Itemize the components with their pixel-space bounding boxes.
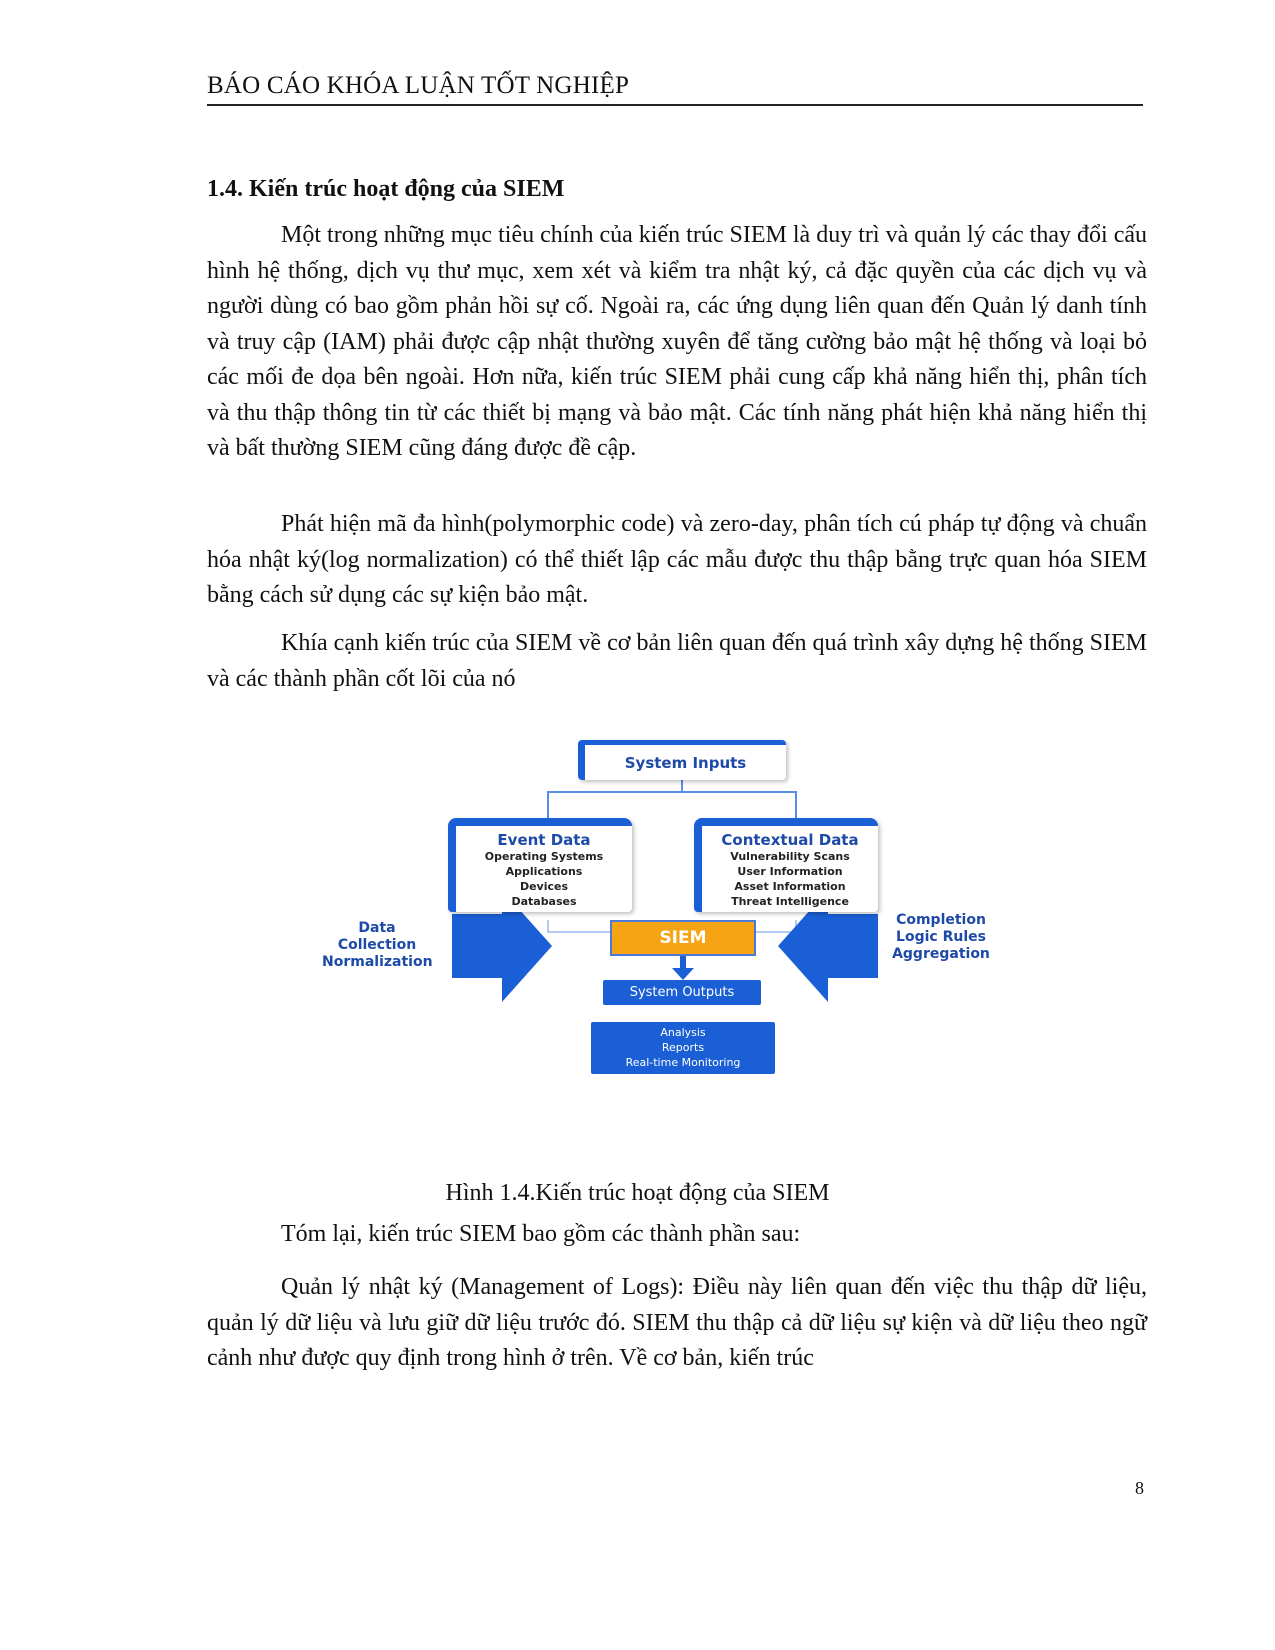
left-arrow-label: Data Collection Normalization: [322, 920, 433, 971]
right-arrow-label: Completion Logic Rules Aggregation: [886, 912, 996, 963]
outputs-box: Analysis Reports Real-time Monitoring: [591, 1022, 775, 1074]
siem-box: SIEM: [610, 920, 756, 956]
contextual-data-item: Vulnerability Scans: [730, 850, 850, 863]
right-arrow-label-line: Completion: [896, 912, 986, 928]
contextual-data-item: User Information: [737, 865, 843, 878]
right-arrow-icon: [778, 890, 878, 1002]
output-item: Real-time Monitoring: [625, 1056, 741, 1069]
system-outputs-box: System Outputs: [603, 980, 761, 1005]
paragraph-2: Phát hiện mã đa hình(polymorphic code) v…: [207, 511, 1147, 608]
left-arrow-label-line: Normalization: [322, 954, 433, 970]
event-data-item: Devices: [519, 880, 569, 893]
right-arrow-label-line: Aggregation: [892, 946, 990, 962]
paragraph-5: Quản lý nhật ký (Management of Logs): Đi…: [207, 1274, 1147, 1371]
paragraph-3: Khía cạnh kiến trúc của SIEM về cơ bản l…: [207, 630, 1147, 692]
paragraph-4: Tóm lại, kiến trúc SIEM bao gồm các thàn…: [281, 1221, 801, 1247]
siem-architecture-diagram: System Inputs Event Data Operating Syste…: [300, 740, 1020, 1160]
contextual-data-box: Contextual Data Vulnerability Scans User…: [694, 818, 878, 912]
event-data-item: Operating Systems: [484, 850, 604, 863]
event-data-title: Event Data: [497, 831, 591, 849]
page-number: 8: [1135, 1478, 1144, 1498]
right-arrow-label-line: Logic Rules: [896, 929, 986, 945]
paragraph-1: Một trong những mục tiêu chính của kiến …: [207, 222, 1147, 461]
output-item: Reports: [661, 1041, 705, 1054]
event-data-box: Event Data Operating Systems Application…: [448, 818, 632, 912]
section-heading: 1.4. Kiến trúc hoạt động của SIEM: [207, 176, 565, 202]
left-arrow-icon: [452, 890, 552, 1002]
contextual-data-title: Contextual Data: [721, 831, 859, 849]
document-header: BÁO CÁO KHÓA LUẬN TỐT NGHIỆP: [207, 72, 1143, 106]
figure-caption: Hình 1.4.Kiến trúc hoạt động của SIEM: [445, 1180, 830, 1206]
left-arrow-label-line: Collection: [337, 937, 417, 953]
left-arrow-label-line: Data: [358, 920, 396, 936]
output-item: Analysis: [660, 1026, 706, 1039]
system-inputs-box: System Inputs: [578, 740, 786, 780]
diagram-connectors: [452, 780, 878, 1002]
event-data-item: Applications: [505, 865, 583, 878]
contextual-data-item: Asset Information: [734, 880, 846, 893]
contextual-data-item: Threat Intelligence: [731, 895, 849, 908]
event-data-item: Databases: [511, 895, 577, 908]
